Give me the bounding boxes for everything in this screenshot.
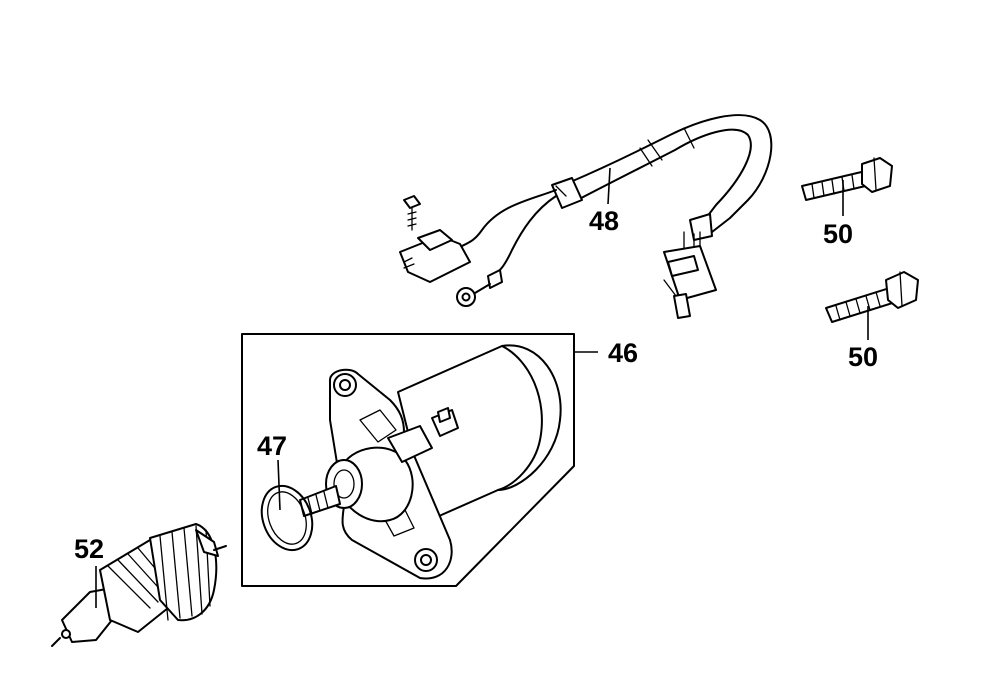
o-ring bbox=[260, 484, 314, 552]
callout-52: 52 bbox=[74, 534, 104, 564]
bolt-upper bbox=[801, 157, 893, 201]
callout-47: 47 bbox=[257, 431, 287, 461]
callout-48: 48 bbox=[589, 206, 619, 236]
leader-48 bbox=[607, 167, 611, 205]
wiring-harness bbox=[399, 114, 773, 319]
callout-50-lower: 50 bbox=[848, 342, 878, 372]
leader-47 bbox=[277, 459, 281, 511]
callout-50-upper: 50 bbox=[823, 219, 853, 249]
bolt-lower bbox=[825, 271, 919, 323]
starter-drive-gear bbox=[51, 523, 227, 647]
starter-motor bbox=[299, 344, 562, 580]
assembly-frame bbox=[241, 333, 575, 587]
callout-46: 46 bbox=[608, 338, 638, 368]
